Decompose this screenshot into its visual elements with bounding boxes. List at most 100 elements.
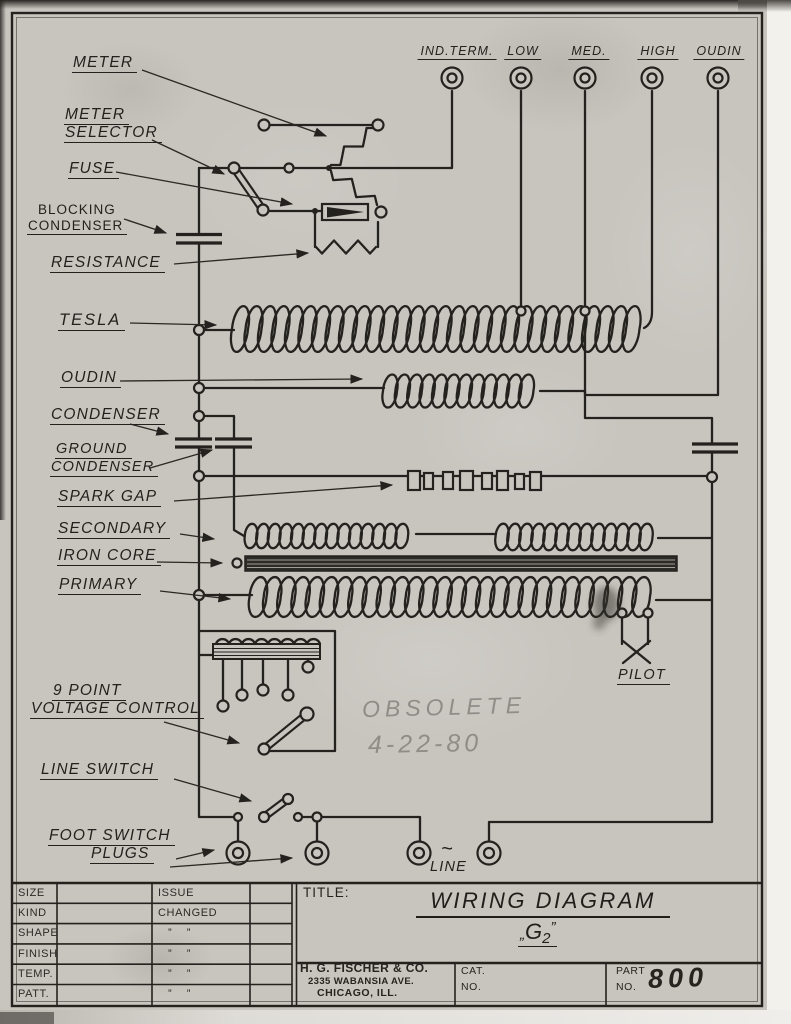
tb-model-sub: 2 [542, 930, 551, 947]
tesla-coil [229, 305, 642, 353]
junctions [192, 118, 719, 823]
label-oudin: OUDIN [60, 369, 121, 389]
tb-issue-changed: CHANGED [158, 907, 218, 919]
tb-company-address: 2335 WABANSIA AVE. [308, 976, 415, 987]
photo-edge-right-strip [767, 0, 791, 1024]
label-ground-condenser-1: GROUND [55, 441, 132, 460]
tb-issue-ditto-2: ” ” [168, 948, 197, 960]
tb-model: „G2” [518, 919, 558, 947]
photo-edge-top [0, 0, 791, 9]
label-line-switch: LINE SWITCH [40, 761, 159, 781]
label-blocking-condenser-2: CONDENSER [27, 218, 128, 236]
line-plug-1 [406, 840, 432, 866]
coils [229, 305, 654, 619]
tb-row-label-size: SIZE [18, 887, 45, 899]
iron-core-symbol [231, 555, 678, 572]
bottom-plugs [225, 840, 502, 866]
label-blocking-condenser-1: BLOCKING [38, 202, 116, 217]
label-terminal-high: HIGH [637, 44, 679, 60]
oudin-coil [381, 373, 536, 409]
label-ground-condenser-2: CONDENSER [50, 459, 159, 478]
tb-model-quote-open: „ [520, 926, 525, 943]
label-pilot: PILOT [617, 667, 670, 686]
tb-issue-ditto-3: ” ” [168, 968, 197, 980]
label-voltage-control-2: VOLTAGE CONTROL [30, 700, 205, 720]
output-terminals [440, 66, 730, 90]
terminal-low [509, 66, 533, 90]
tb-company-city: CHICAGO, ILL. [317, 987, 398, 999]
tb-company-name: H. G. FISCHER & CO. [300, 961, 429, 975]
label-terminal-oudin: OUDIN [693, 44, 745, 60]
line-plug-2 [476, 840, 502, 866]
tb-title-label: TITLE: [303, 885, 350, 900]
secondary-coil-b [494, 522, 654, 552]
resistance-symbol [314, 239, 378, 255]
label-spark-gap: SPARK GAP [57, 488, 162, 508]
label-terminal-ind-term: IND.TERM. [417, 44, 497, 60]
ink-smudge [593, 587, 619, 630]
tb-model-quote-close: ” [550, 919, 556, 936]
tb-row-label-shape: SHAPE [18, 927, 59, 939]
label-terminal-low: LOW [504, 44, 542, 60]
tb-issue-ditto-1: ” ” [168, 927, 197, 939]
label-meter: METER [72, 54, 138, 74]
tb-issue-ditto-4: ” ” [168, 988, 197, 1000]
iron-core-end-terminal [231, 557, 243, 569]
label-foot-switch-2: PLUGS [90, 845, 154, 865]
label-primary: PRIMARY [58, 576, 142, 596]
label-secondary: SECONDARY [57, 520, 171, 540]
tb-row-label-patt: PATT. [18, 988, 50, 1000]
meter-symbol [329, 126, 379, 207]
terminal-oudin [706, 66, 730, 90]
label-terminal-med: MED. [568, 44, 610, 60]
label-voltage-control-1: 9 POINT [52, 682, 126, 702]
page-border [10, 11, 764, 1008]
tb-title: WIRING DIAGRAM [416, 888, 670, 918]
pilot-lamp-symbol [616, 607, 654, 665]
label-iron-core: IRON CORE [57, 547, 161, 567]
tb-cat-label-2: NO. [461, 981, 482, 993]
label-leaders [115, 69, 394, 868]
terminal-high [640, 66, 664, 90]
label-condenser: CONDENSER [50, 406, 165, 426]
label-ac-tilde: ~ [441, 838, 453, 860]
voltage-control-pivot [257, 742, 271, 756]
right-condenser-symbol [692, 442, 738, 454]
tb-row-label-temp: TEMP. [18, 968, 54, 980]
tb-cat-label-1: CAT. [461, 965, 486, 977]
tb-row-label-kind: KIND [18, 907, 47, 919]
label-meter-selector-1: METER [64, 106, 130, 126]
label-resistance: RESISTANCE [50, 254, 165, 274]
spark-gap-symbol [406, 469, 543, 492]
condenser-symbol [175, 437, 212, 449]
terminal-med [573, 66, 597, 90]
photo-edge-bottom-left [0, 1012, 54, 1024]
fuse-symbol [320, 202, 388, 222]
photo-edge-left [0, 0, 6, 520]
line-switch-arm [257, 792, 295, 824]
terminal-ind-term [440, 66, 464, 90]
blocking-condenser-symbol [176, 232, 222, 245]
handwritten-date: 4-22-80 [367, 729, 483, 759]
wires [197, 89, 720, 844]
label-meter-selector-2: SELECTOR [64, 124, 162, 144]
tb-part-number: 800 [647, 961, 709, 995]
tb-model-letter: G [525, 919, 543, 944]
tb-part-label-2: NO. [616, 981, 637, 993]
tb-issue-header: ISSUE [158, 887, 195, 899]
foot-switch-plug-1 [225, 840, 251, 866]
voltage-control [212, 637, 322, 756]
photo-edge-bottom [0, 1010, 791, 1024]
label-fuse: FUSE [68, 160, 120, 180]
ground-condenser-symbol [215, 437, 252, 449]
primary-coil [247, 575, 652, 619]
tb-row-label-finish: FINISH [18, 948, 58, 960]
secondary-coil-a [243, 522, 410, 550]
meter-selector-arm [227, 161, 270, 217]
tb-part-label-1: PART [616, 965, 646, 977]
photo-edge-top-right [738, 0, 791, 12]
handwritten-obsolete-note: OBSOLETE [361, 691, 527, 723]
label-foot-switch-1: FOOT SWITCH [48, 827, 175, 847]
label-line: LINE [430, 859, 468, 875]
